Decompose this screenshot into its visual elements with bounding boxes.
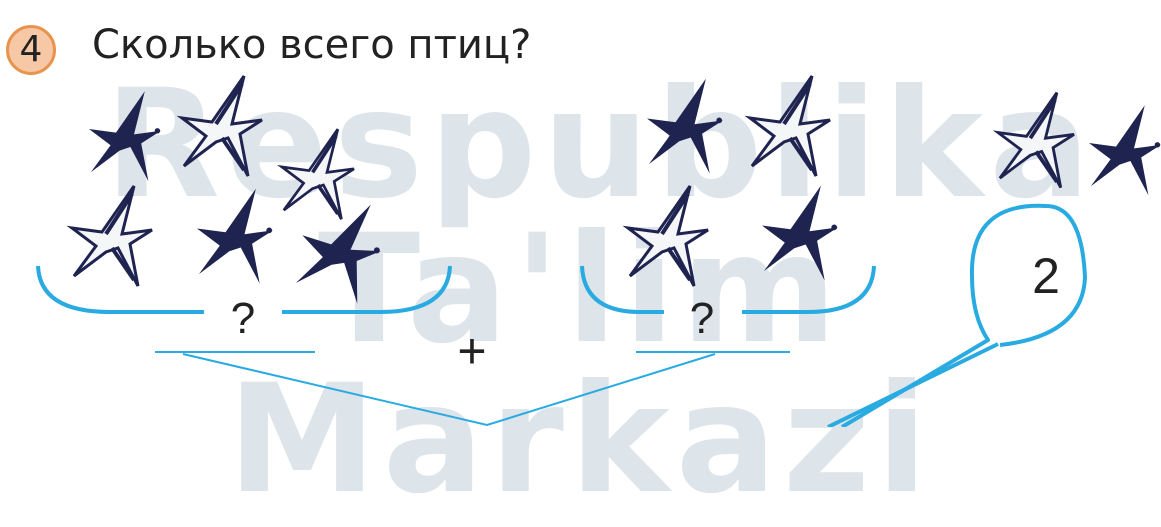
task-number-badge: 4: [6, 25, 56, 75]
sum-connector: [182, 353, 716, 427]
group-1-brace: [36, 265, 452, 314]
group-2-brace: [580, 265, 876, 314]
speech-bubble-tail: [827, 342, 999, 427]
bubble-number: 2: [1032, 248, 1060, 304]
bird: [748, 74, 832, 178]
bird: [1089, 105, 1161, 196]
bird: [197, 188, 273, 284]
bird: [70, 184, 154, 288]
bird: [280, 127, 356, 221]
bird: [762, 185, 838, 281]
group-2-unknown: ?: [689, 294, 715, 343]
plus-operator: +: [457, 323, 487, 379]
bird: [89, 91, 161, 182]
illustration: [36, 74, 1161, 427]
group-1-unknown: ?: [230, 294, 256, 343]
task-question: Сколько всего птиц?: [92, 22, 532, 68]
bird: [180, 74, 264, 178]
bird: [626, 184, 710, 288]
bird: [647, 78, 723, 174]
speech-bubble: [840, 203, 1087, 427]
bird: [996, 90, 1076, 190]
